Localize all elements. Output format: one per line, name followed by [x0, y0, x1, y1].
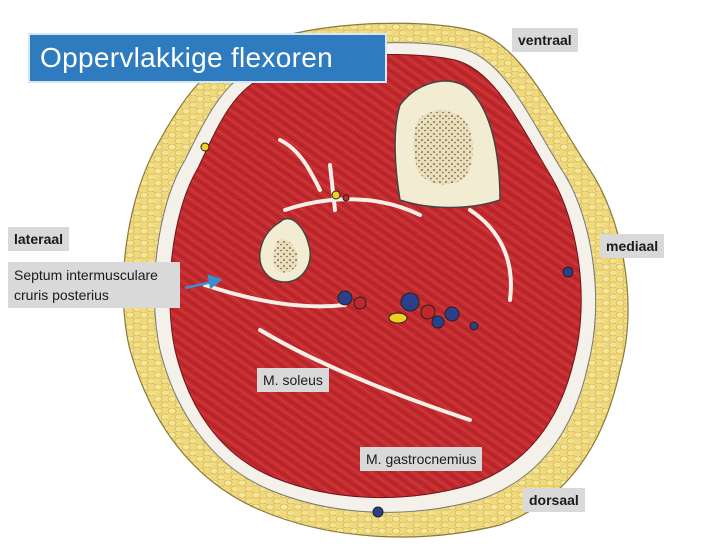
label-septum-intermusculare: Septum intermusculare cruris posterius	[8, 262, 180, 308]
label-m-soleus: M. soleus	[257, 368, 329, 392]
label-dorsaal: dorsaal	[523, 488, 585, 512]
label-m-gastrocnemius: M. gastrocnemius	[360, 447, 483, 471]
label-mediaal: mediaal	[600, 234, 665, 258]
label-ventraal: ventraal	[512, 28, 578, 52]
label-lateraal: lateraal	[8, 227, 70, 251]
septum-arrow	[184, 274, 223, 290]
slide-title: Oppervlakkige flexoren	[30, 35, 385, 81]
neurovascular-bundle	[200, 142, 574, 518]
